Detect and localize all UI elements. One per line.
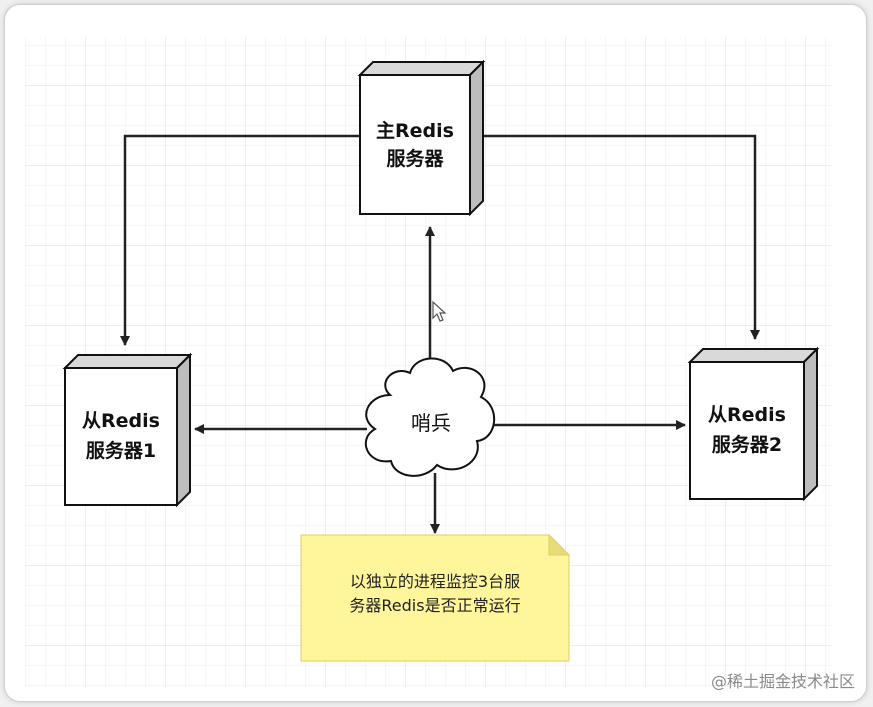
mouse-pointer-icon <box>432 300 447 322</box>
arrow-master-to-slave1 <box>120 134 360 346</box>
note-text-line1: 以独立的进程监控3台服 <box>350 572 520 591</box>
watermark-text: @稀土掘金技术社区 <box>711 672 855 691</box>
note-box: 以独立的进程监控3台服 务器Redis是否正常运行 <box>300 533 571 662</box>
slave-server-2-box[interactable]: 从Redis 服务器2 <box>687 346 820 502</box>
sentinel-cloud[interactable]: 哨兵 <box>364 357 496 477</box>
master-server-box[interactable]: 主Redis 服务器 <box>357 59 486 217</box>
arrow-master-to-slave2 <box>473 134 760 340</box>
slave-server-1-label-line2: 服务器1 <box>86 439 156 462</box>
slave-server-1-box[interactable]: 从Redis 服务器1 <box>62 352 193 508</box>
connectors <box>120 134 760 534</box>
slave-server-2-label-line2: 服务器2 <box>712 433 782 456</box>
sentinel-label: 哨兵 <box>411 411 451 435</box>
master-server-label-line1: 主Redis <box>376 120 454 142</box>
diagram-frame: 主Redis 服务器 从Redis 服务器1 从Redis 服务器2 哨兵 <box>4 4 867 702</box>
slave-server-1-label-line1: 从Redis <box>82 410 160 432</box>
note-text-line2: 务器Redis是否正常运行 <box>349 596 520 615</box>
slave-server-2-label-line1: 从Redis <box>708 404 786 426</box>
master-server-label-line2: 服务器 <box>386 147 444 170</box>
diagram-canvas: 主Redis 服务器 从Redis 服务器1 从Redis 服务器2 哨兵 <box>25 37 855 691</box>
